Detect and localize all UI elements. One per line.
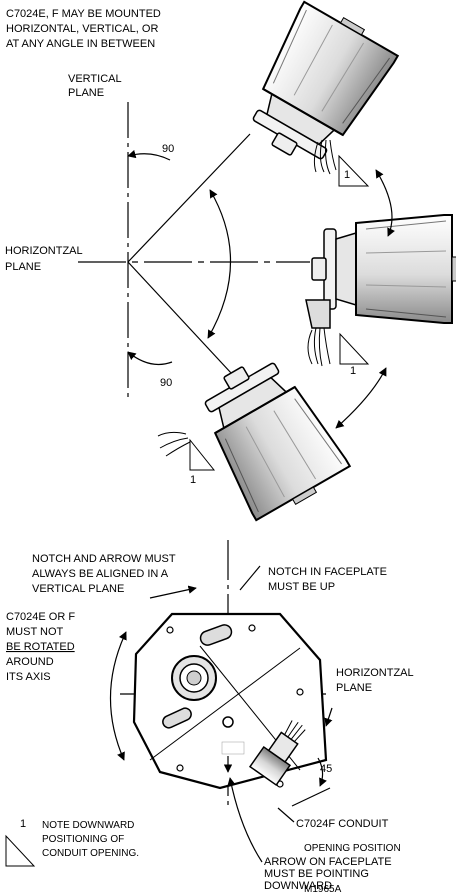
rotate-note-2: MUST NOT [6,626,64,638]
figure-code: M1965A [304,884,342,893]
mount-hole-4 [176,764,184,772]
callout-number-lower: 1 [190,474,196,486]
upper-angle-line [127,133,251,263]
notch-leader [239,565,261,591]
faceplate [132,612,328,790]
horizontal-plane-label-2: PLANE [5,261,41,273]
rotation-arrow [109,631,127,761]
notch-note-2: MUST BE UP [268,581,335,593]
rotate-note-1: C7024E OR F [6,611,75,623]
conduit-note-2: OPENING POSITION [304,843,401,854]
conduit-middle [305,299,331,367]
lower-angle-line [127,261,233,375]
mount-hole-1 [166,626,174,634]
swing-arrow-lower [335,367,387,429]
upper-angle-label: 90 [162,143,174,155]
swing-arrow-upper [375,169,395,237]
mount-note-line-1: C7024E, F MAY BE MOUNTED [6,8,161,20]
notch-arrow-note-2: ALWAYS BE ALIGNED IN A [32,568,169,580]
legend-triangle [5,834,36,867]
sensor-middle [311,214,456,324]
conduit-fitting [248,720,306,787]
rotate-note-4: AROUND [6,656,54,668]
callout-number-upper: 1 [344,169,350,181]
vertical-plane-label-1: VERTICAL [68,73,122,85]
notch-note-1: NOTCH IN FACEPLATE [268,566,387,578]
legend-text-2: POSITIONING OF [42,834,124,845]
mount-hole-2 [248,624,256,632]
arrow-note-3: DOWNWARD [264,880,332,892]
vertical-plane-label-2: PLANE [68,87,104,99]
upper-90-arc [127,149,171,161]
center-screw [222,716,234,728]
sensor-lower [185,343,354,527]
notch-arrow-note-3: VERTICAL PLANE [32,583,124,595]
faceplate-diagonal-2 [149,647,301,761]
slot-left [162,707,192,729]
wires-lower [157,431,191,457]
legend-number: 1 [20,818,26,830]
callout-number-middle: 1 [350,365,356,377]
conduit-note-1: C7024F CONDUIT [296,818,389,830]
rotate-note-3: BE ROTATED [6,641,75,653]
lower-90-arc [127,351,173,365]
slot-top [199,624,233,646]
mount-note-line-3: AT ANY ANGLE IN BETWEEN [6,38,155,50]
bottom-horizontal-plane-2: PLANE [336,682,372,694]
lower-angle-label: 90 [160,377,172,389]
mount-note-line-2: HORIZONTAL, VERTICAL, OR [6,23,158,35]
notch-arrow-note-1: NOTCH AND ARROW MUST [32,553,176,565]
wires-upper [313,139,337,175]
mount-hole-3 [296,688,304,696]
angle-45-line [291,787,331,807]
angle-45-arc [317,757,327,787]
arrow-note-1: ARROW ON FACEPLATE [264,856,392,868]
top-diagram: C7024E, F MAY BE MOUNTED HORIZONTAL, VER… [5,0,456,527]
bottom-horizontal-plane-1: HORIZONTZAL [336,667,414,679]
bottom-diagram: NOTCH AND ARROW MUST ALWAYS BE ALIGNED I… [6,540,414,893]
callout-triangle-middle [339,332,370,365]
callout-triangle-lower [189,438,216,471]
angle-range-arc [207,189,232,339]
rotate-note-5: ITS AXIS [6,671,51,683]
conduit-leader [277,807,295,823]
callout-triangle-upper [338,154,370,187]
threaded-port-center [186,670,202,686]
horizontal-plane-arrow [324,707,333,727]
legend-text-3: CONDUIT OPENING. [42,848,139,859]
sensor-upper [233,0,402,179]
horizontal-plane-label-1: HORIZONTZAL [5,245,83,257]
arrow-note-leader [227,777,263,863]
notch-arrow-leader [149,585,197,599]
legend: 1 NOTE DOWNWARD POSITIONING OF CONDUIT O… [5,818,139,867]
legend-text-1: NOTE DOWNWARD [42,820,134,831]
arrow-note-2: MUST BE POINTING [264,868,369,880]
faceplate-label-plate [221,741,245,755]
